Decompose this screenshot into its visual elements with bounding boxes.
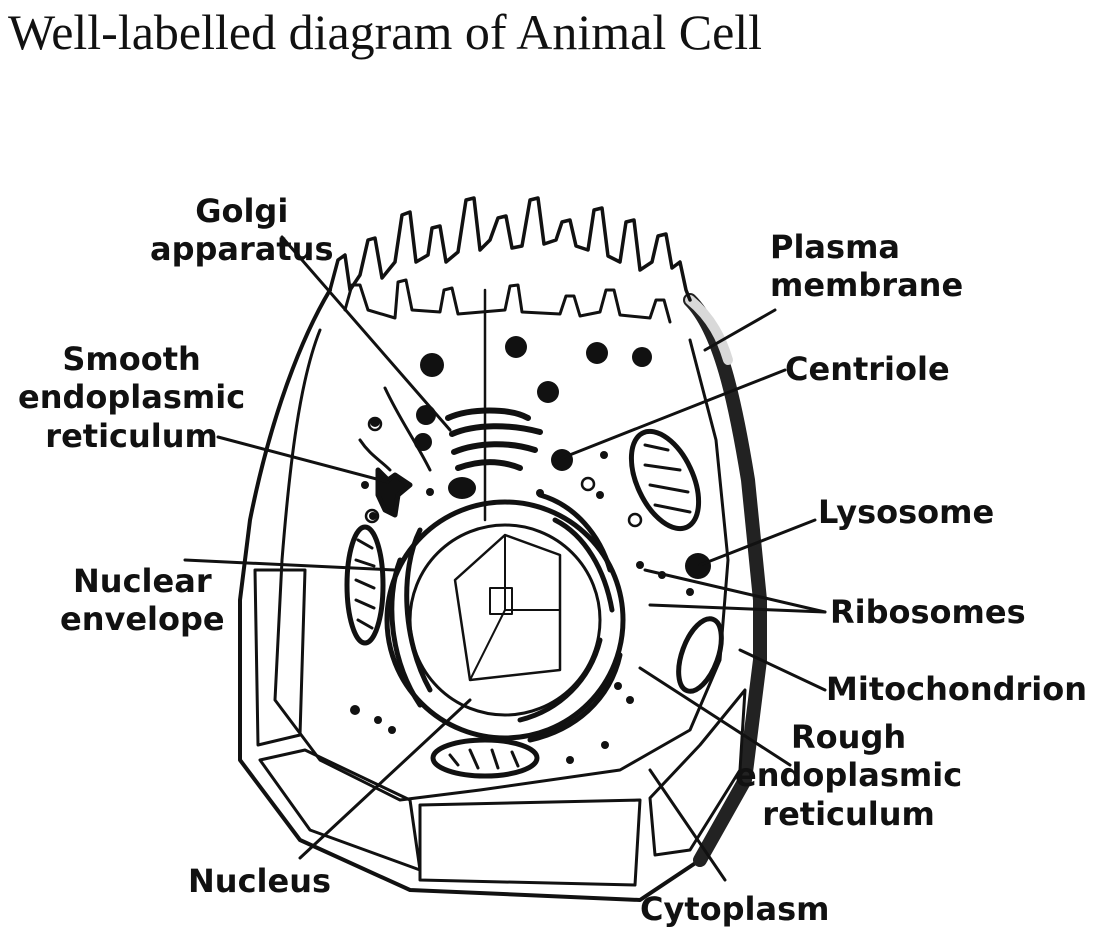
nucleus-outer	[384, 499, 626, 741]
golgi-stacks	[445, 407, 543, 471]
rough-er	[389, 492, 623, 743]
lysosomes	[414, 336, 711, 579]
label-mitochondrion: Mitochondrion	[826, 670, 1088, 708]
label-cytoplasm: Cytoplasm	[640, 890, 830, 928]
ribosome-dots	[350, 417, 694, 764]
label-lysosome: Lysosome	[818, 493, 995, 531]
bottom-panel-mid-left	[258, 748, 422, 872]
mitochondria	[344, 428, 724, 779]
leader-lines	[183, 235, 827, 882]
label-centriole: Centriole	[785, 350, 950, 388]
microvilli	[328, 196, 692, 302]
bottom-panel-left	[253, 568, 307, 747]
label-nucleus: Nucleus	[188, 862, 332, 900]
bottom-panel-mid	[418, 798, 642, 887]
cytoplasm-boundary	[273, 328, 730, 802]
small-vesicles	[364, 416, 643, 528]
cell-outline	[238, 288, 762, 902]
smooth-er	[375, 467, 413, 518]
bottom-panel-right	[648, 688, 747, 857]
diagram-title: Well-labelled diagram of Animal Cell	[8, 4, 763, 60]
label-ribosomes: Ribosomes	[830, 593, 1026, 631]
